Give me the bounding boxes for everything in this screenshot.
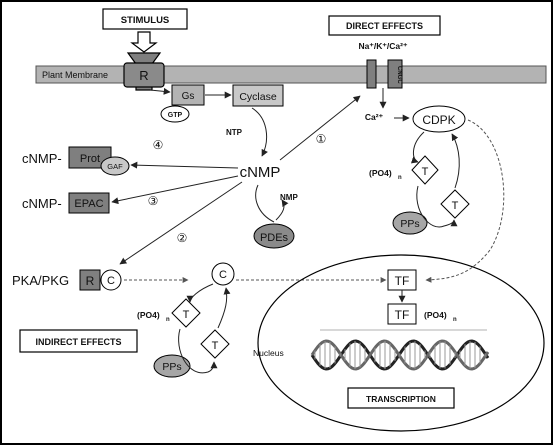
gtp-bubble: [160, 105, 190, 123]
path-number-3: ③: [148, 194, 159, 208]
c-subunit-label: C: [107, 275, 115, 287]
indirect-effects-box: [19, 329, 138, 353]
t-phos-left-label: T: [183, 309, 190, 321]
arrow-t-c: [217, 287, 231, 329]
t-label: T: [452, 200, 459, 212]
stimulus-label: STIMULUS: [121, 15, 170, 26]
tf-po4-sub: n: [453, 317, 457, 323]
transcription-box: [347, 387, 455, 409]
epac: [68, 192, 110, 214]
c-free-label: C: [219, 269, 227, 281]
target-protein: [440, 189, 470, 219]
ion-channel-ions: Na⁺/K⁺/Ca²⁺: [359, 41, 408, 51]
receptor-label: R: [139, 68, 148, 83]
target-protein-left: [200, 329, 230, 359]
gaf-label: GAF: [107, 162, 123, 171]
pps-right: [392, 211, 428, 235]
nucleus: [257, 254, 545, 432]
cnmp-epac-prefix: cNMP-: [22, 196, 62, 211]
tf-label: TF: [395, 274, 410, 288]
arrow-ntp-cnmp: [251, 107, 268, 157]
direct-effects-box: [328, 15, 441, 36]
gs-label: Gs: [182, 91, 195, 102]
cnmp-prot-prefix: cNMP-: [22, 151, 62, 166]
pps-right-label: PPs: [400, 218, 419, 230]
nmp-label: NMP: [280, 193, 298, 202]
target-protein-phos: [411, 155, 439, 185]
pdes: [253, 223, 295, 249]
receptor-body: [123, 62, 165, 88]
indirect-effects-label: INDIRECT EFFECTS: [35, 337, 121, 347]
arrow-path-2: [119, 181, 243, 265]
po4-left: (PO4): [137, 310, 160, 320]
arrow-dephos-left: [178, 328, 218, 374]
path-number-2: ②: [177, 231, 188, 245]
arrow-cdpk-tf: [425, 119, 505, 283]
target-protein-phos-left: [171, 298, 201, 328]
gaf-domain: [100, 156, 130, 176]
arrow-pdes-nmp: [275, 199, 289, 221]
t-left-label: T: [212, 340, 219, 352]
po4-right-sub: n: [398, 175, 402, 181]
cdpk-label: CDPK: [422, 113, 455, 127]
pka-pkg-label: PKA/PKG: [12, 273, 69, 288]
cnmp-center: cNMP: [240, 164, 281, 181]
epac-label: EPAC: [74, 198, 103, 210]
cngc-right-subunit: [387, 59, 403, 89]
membrane-label: Plant Membrane: [42, 70, 108, 80]
arrow-cnmp-pdes: [255, 184, 275, 223]
t-phos-label: T: [422, 166, 429, 178]
tf-phos-label: TF: [395, 308, 410, 322]
direct-effects-label: DIRECT EFFECTS: [346, 21, 423, 31]
r-subunit-label: R: [86, 274, 95, 288]
path-number-4: ④: [153, 138, 164, 152]
ntp-label: NTP: [226, 128, 243, 137]
cdpk: [412, 105, 466, 133]
pdes-label: PDEs: [260, 232, 289, 244]
dna-helix: [310, 339, 490, 371]
arrow-cdpk-t: [410, 131, 425, 164]
cyclase-label: Cyclase: [239, 91, 277, 103]
arrow-path-1: [279, 95, 361, 161]
arrow-receptor-gs: [149, 87, 171, 95]
cngc-left-subunit: [366, 59, 377, 89]
ca-label: Ca²⁺: [365, 112, 384, 122]
arrow-path-4: [130, 161, 239, 169]
gtp-label: GTP: [168, 112, 183, 119]
r-subunit: [79, 269, 101, 291]
stimulus-box: [102, 8, 188, 30]
cyclase: [232, 84, 284, 107]
pps-left: [153, 354, 191, 378]
nucleus-label: Nucleus: [253, 348, 284, 358]
cngc-label: CNGC: [396, 66, 402, 84]
arrow-c-t: [186, 283, 214, 303]
transcription-label: TRANSCRIPTION: [366, 394, 436, 404]
arrow-path-3: [111, 175, 239, 205]
c-subunit: [100, 269, 122, 291]
prot-label: Prot: [80, 153, 100, 165]
pps-left-label: PPs: [162, 361, 181, 373]
po4-right: (PO4): [369, 168, 392, 178]
plant-membrane: [35, 65, 547, 84]
po4-left-sub: n: [166, 317, 170, 323]
tf-po4: (PO4): [424, 310, 447, 320]
c-free: [211, 262, 235, 286]
arrow-dephos-right: [416, 185, 458, 228]
stimulus-arrow: [130, 31, 158, 53]
arrow-t-cdpk: [451, 133, 460, 189]
gs-protein: [171, 84, 205, 106]
path-number-1: ①: [316, 132, 327, 146]
tf-phos: [387, 303, 417, 325]
